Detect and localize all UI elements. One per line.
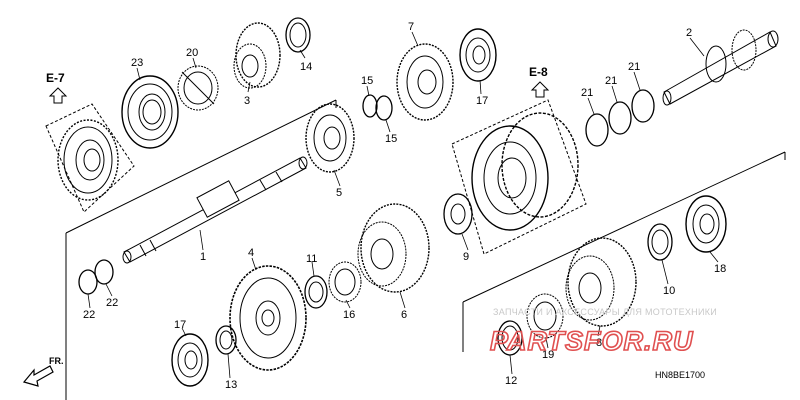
callout-21: 21 <box>605 75 617 87</box>
callout-15: 15 <box>361 75 373 87</box>
callout-4: 4 <box>248 247 254 259</box>
washer-icon <box>631 89 655 123</box>
ref-label-e7: E-7 <box>46 71 65 85</box>
gear-icon <box>229 265 307 371</box>
needle-bearing-icon <box>526 293 564 339</box>
washer-icon <box>78 269 98 295</box>
callout-17: 17 <box>174 319 186 331</box>
gear-icon <box>565 237 637 327</box>
up-arrow-icon <box>530 81 550 98</box>
washer-icon <box>647 223 673 261</box>
bearing-icon <box>121 75 179 149</box>
watermark-text: ЗАПЧАСТИ И АКСЕССУАРЫ ДЛЯ МОТОТЕХНИКИ <box>493 307 717 317</box>
bearing-icon <box>459 28 497 82</box>
callout-20: 20 <box>186 47 198 59</box>
leader-lines <box>87 31 719 379</box>
e7-dashed-box <box>45 103 135 213</box>
callout-16: 16 <box>343 309 355 321</box>
callout-9: 9 <box>463 251 469 263</box>
circlip-icon <box>362 94 378 118</box>
callout-6: 6 <box>401 309 407 321</box>
washer-icon <box>585 113 609 147</box>
watermark: ЗАПЧАСТИ И АКСЕССУАРЫ ДЛЯ МОТОТЕХНИКИ PA… <box>489 307 717 357</box>
washer-icon <box>285 17 311 53</box>
diagram-code: HN8BE1700 <box>655 370 705 380</box>
callout-11: 11 <box>306 253 317 265</box>
callout-23: 23 <box>131 57 143 69</box>
callout-numbers: 23 20 3 14 7 17 2 15 15 21 21 21 5 1 22 … <box>83 21 726 391</box>
washer-icon <box>94 259 114 285</box>
bearing-icon <box>171 333 209 387</box>
callout-21: 21 <box>581 87 593 99</box>
thrust-plate-icon <box>443 193 473 235</box>
washer-icon <box>304 275 328 309</box>
direction-label: FR. <box>49 356 64 366</box>
gear-icon <box>233 22 281 89</box>
ref-label-e8: E-8 <box>529 65 548 79</box>
needle-bearing-icon <box>177 65 219 111</box>
gear-icon <box>305 103 355 173</box>
shaft-icon <box>122 156 308 264</box>
callout-22: 22 <box>83 309 95 321</box>
watermark-logo: PARTSFOR.RU <box>490 326 694 356</box>
shaft-icon <box>662 29 779 106</box>
callout-2: 2 <box>686 27 692 39</box>
washer-icon <box>215 325 237 355</box>
washer-icon <box>608 101 632 135</box>
callout-7: 7 <box>408 21 414 33</box>
frame-lines <box>65 99 786 400</box>
needle-bearing-icon <box>328 261 362 303</box>
callout-1: 1 <box>200 251 206 263</box>
e8-dashed-box <box>451 99 587 255</box>
callout-5: 5 <box>336 187 342 199</box>
callout-17: 17 <box>476 95 488 107</box>
gear-icon <box>357 203 430 293</box>
callout-18: 18 <box>714 263 726 275</box>
callout-8: 8 <box>596 337 602 349</box>
callout-12: 12 <box>505 375 517 387</box>
gear-icon <box>396 43 454 121</box>
callout-21: 21 <box>628 61 640 73</box>
callout-15: 15 <box>385 133 397 145</box>
callout-10: 10 <box>663 285 675 297</box>
bearing-icon <box>685 195 727 253</box>
callout-19: 19 <box>542 349 554 361</box>
callout-3: 3 <box>244 95 250 107</box>
up-arrow-icon <box>48 87 68 104</box>
circlip-icon <box>375 95 393 121</box>
clutch-assembly-icon <box>471 112 579 231</box>
callout-22: 22 <box>106 297 118 309</box>
gear-icon <box>57 119 119 201</box>
front-direction-arrow-icon <box>22 365 54 387</box>
callout-14: 14 <box>300 61 312 73</box>
callout-13: 13 <box>225 379 237 391</box>
